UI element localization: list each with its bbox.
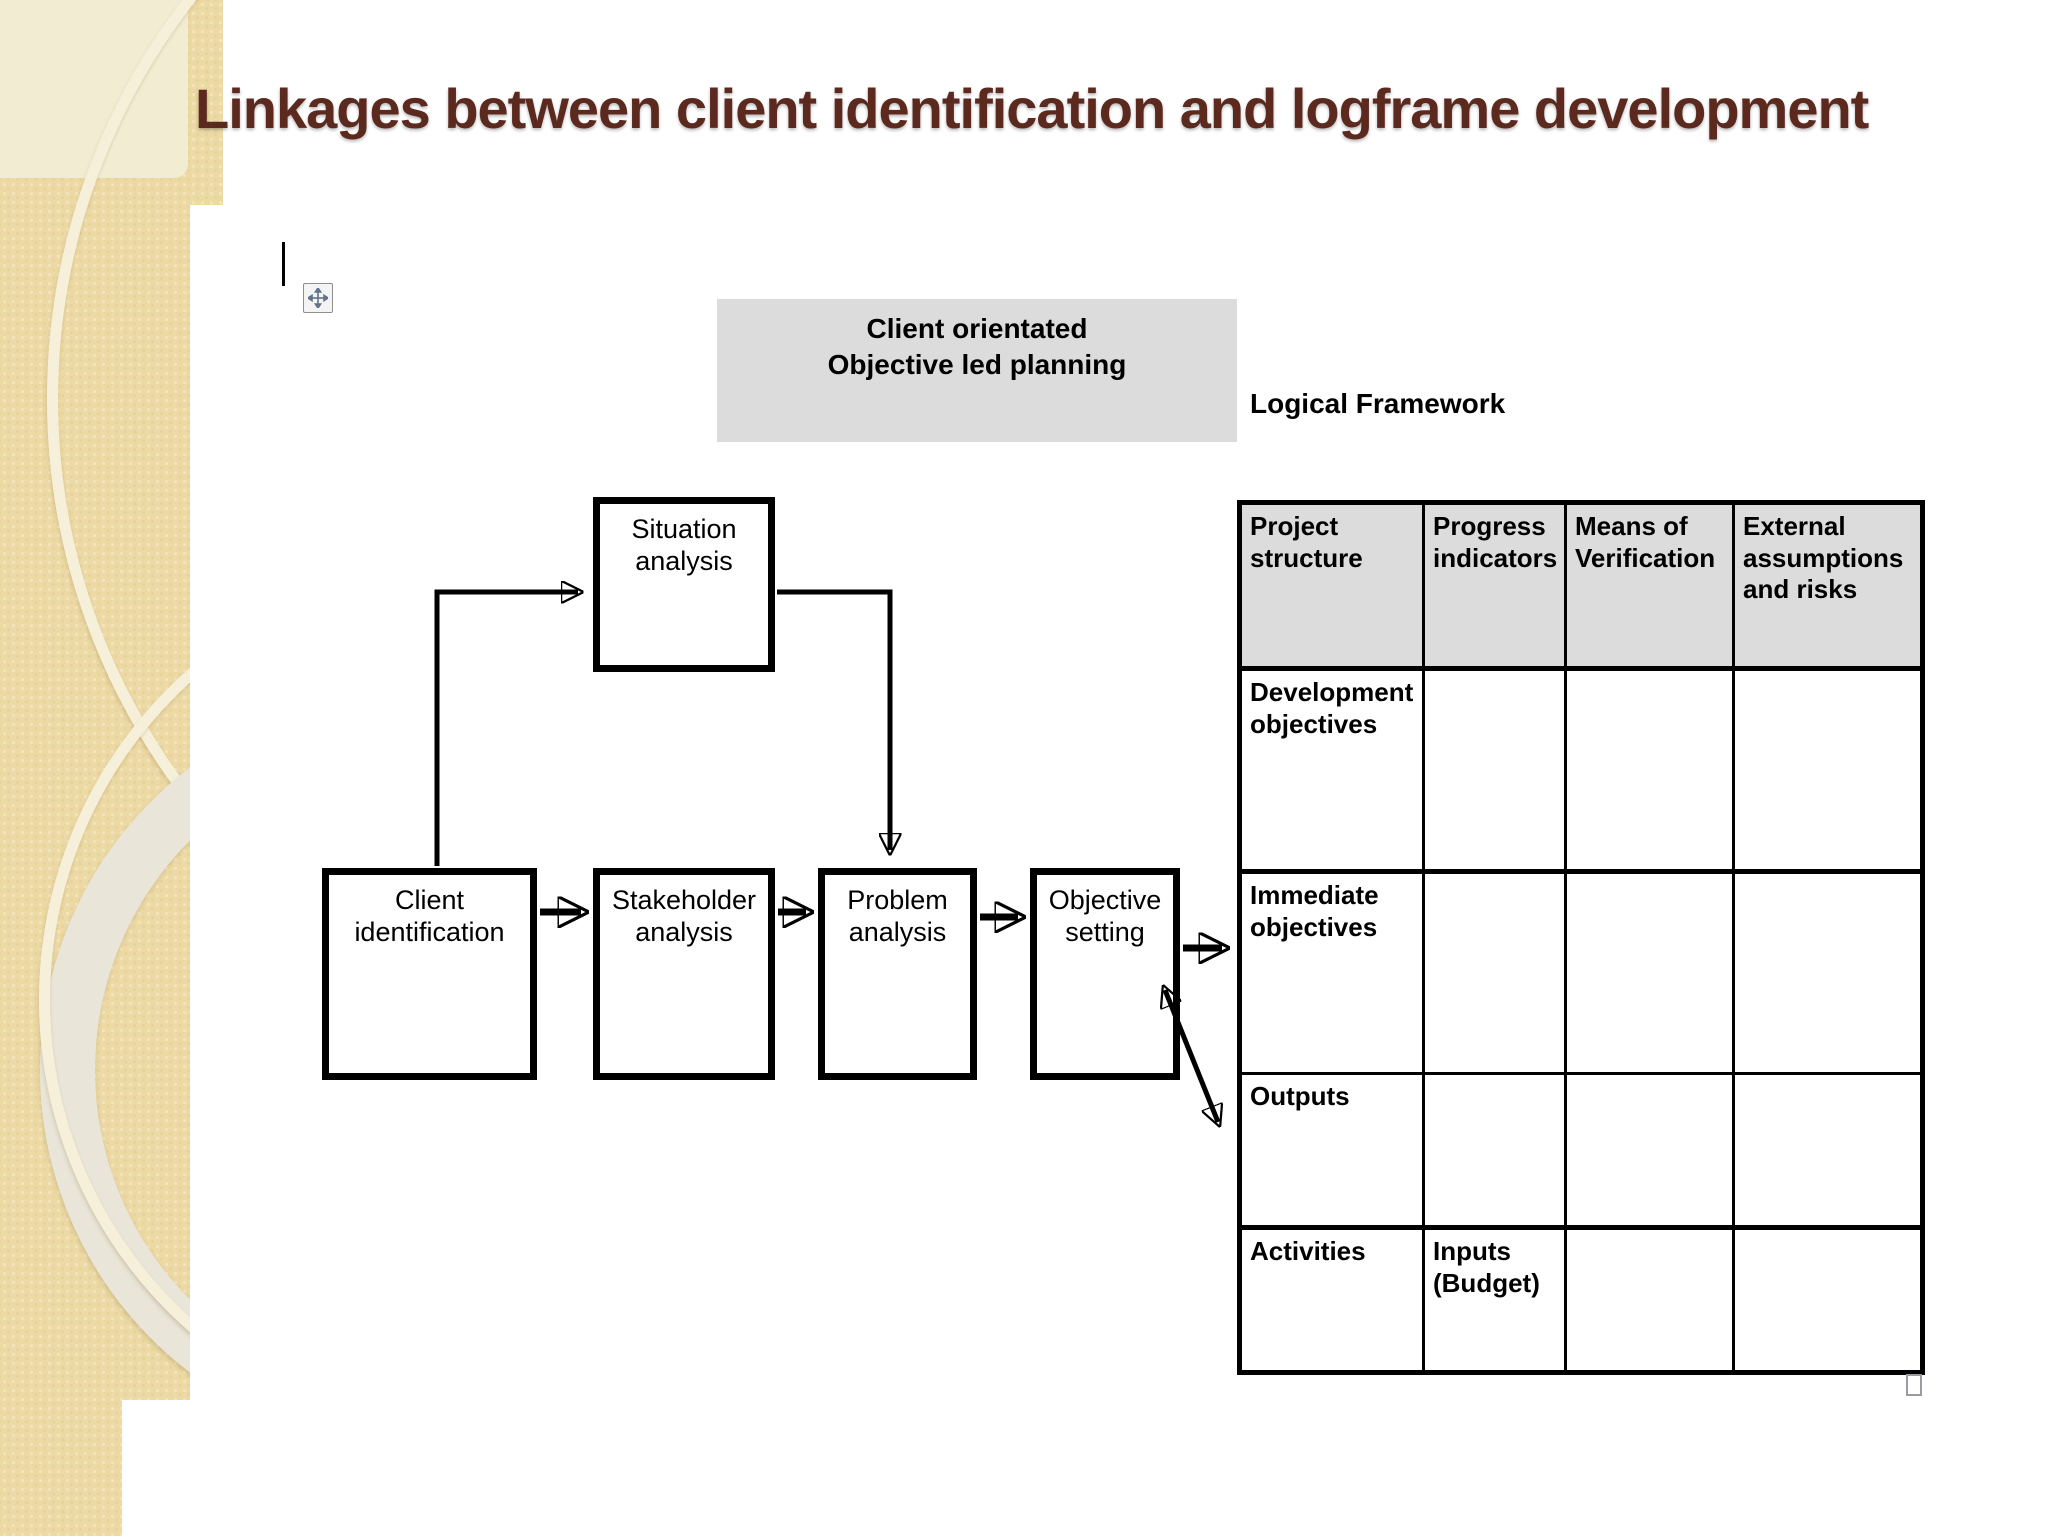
arrow-situation-to-problem [777,589,890,850]
table-row-development-objectives: Development objectives [1238,667,1924,874]
cell-empty [1564,1072,1735,1230]
logframe-table: Project structure Progress indicators Me… [1237,500,1925,1375]
flow-box-problem-analysis: Problem analysis [818,868,977,1080]
cell-empty [1422,667,1567,874]
table-row-immediate-objectives: Immediate objectives [1238,870,1924,1075]
logframe-header-row: Project structure Progress indicators Me… [1238,501,1924,671]
arrow-client-to-situation [434,592,578,866]
cell-empty [1422,870,1567,1075]
cell-empty [1732,1226,1924,1374]
cell-empty [1564,1226,1735,1374]
cell-inputs-budget: Inputs (Budget) [1422,1226,1567,1374]
cell-outputs: Outputs [1238,1072,1425,1230]
logical-framework-label: Logical Framework [1250,388,1506,419]
flow-box-client-identification: Client identification [322,868,537,1080]
cell-empty [1732,667,1924,874]
cell-empty [1564,870,1735,1075]
header-means-of-verification: Means of Verification [1564,501,1735,671]
decorative-sidebar [0,0,223,1536]
flow-box-situation-analysis: Situation analysis [593,497,775,672]
planning-box: Client orientated Objective led planning [717,299,1237,442]
header-progress-indicators: Progress indicators [1422,501,1567,671]
cell-empty [1732,1072,1924,1230]
resize-handle[interactable] [1906,1374,1922,1396]
page-title: Linkages between client identification a… [195,77,1869,140]
text-cursor [282,242,285,286]
header-external-assumptions: External assumptions and risks [1732,501,1924,671]
cell-empty [1564,667,1735,874]
cell-empty [1732,870,1924,1075]
planning-box-line2: Objective led planning [827,349,1127,381]
table-row-activities: Activities Inputs (Budget) [1238,1226,1924,1374]
move-arrows-icon [308,288,328,308]
table-row-outputs: Outputs [1238,1072,1924,1230]
move-handle[interactable] [303,283,333,313]
cell-empty [1422,1072,1567,1230]
flow-box-stakeholder-analysis: Stakeholder analysis [593,868,775,1080]
flow-box-objective-setting: Objective setting [1030,868,1180,1080]
cell-activities: Activities [1238,1226,1425,1374]
cell-immediate-objectives: Immediate objectives [1238,870,1425,1075]
planning-box-line1: Client orientated [866,313,1088,344]
header-project-structure: Project structure [1238,501,1425,671]
cell-development-objectives: Development objectives [1238,667,1425,874]
